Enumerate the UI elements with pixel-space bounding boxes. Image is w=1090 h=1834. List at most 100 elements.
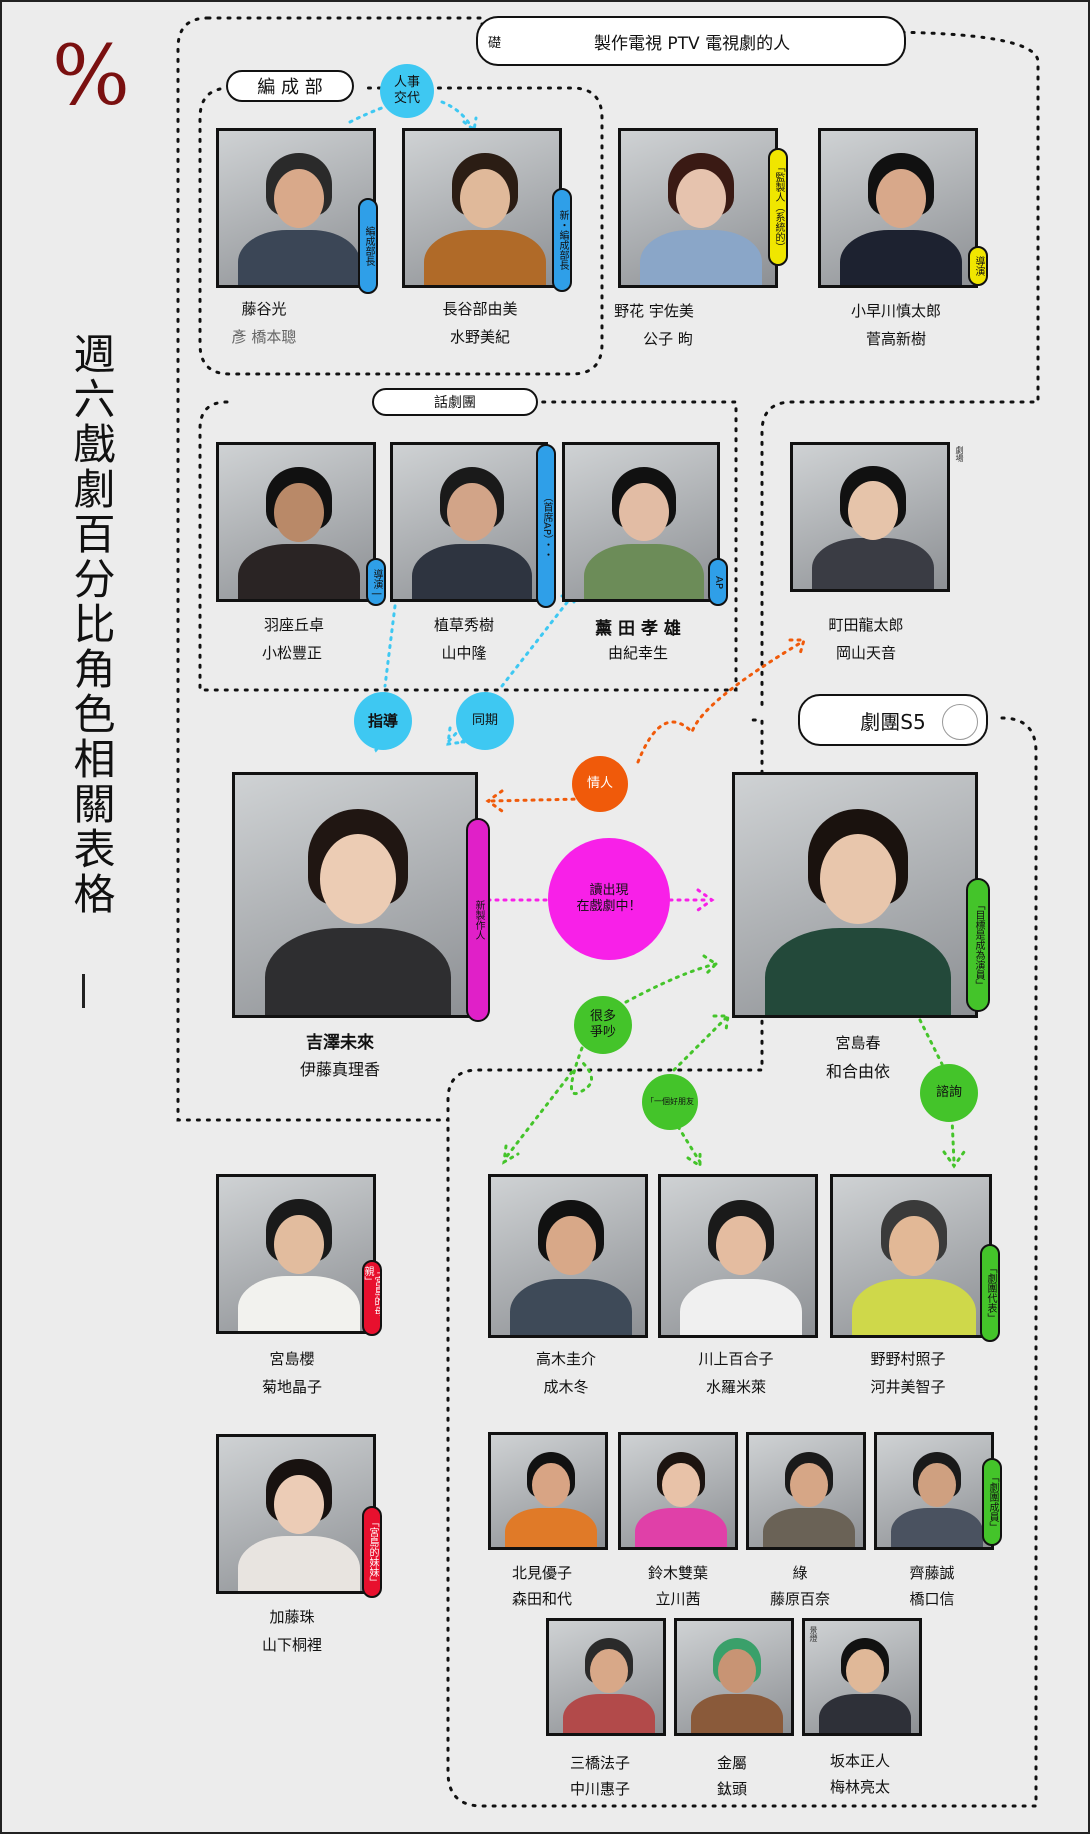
- group-label-ptv: 礎 製作電視 PTV 電視劇的人: [476, 16, 906, 66]
- person-photo: [674, 1618, 794, 1736]
- photo-face: [662, 1463, 700, 1508]
- photo-face: [545, 1216, 597, 1276]
- relation-tongqi: 同期: [456, 692, 514, 750]
- group-label-troupe: 劇團S5: [798, 694, 988, 746]
- photo-body: [763, 1508, 855, 1547]
- person-photo: [216, 1434, 376, 1594]
- photo-body: [640, 230, 762, 285]
- person-photo: [216, 442, 376, 602]
- person-name: 藤谷光: [241, 300, 287, 318]
- arrow-zixun: [918, 1018, 966, 1169]
- photo-body: [891, 1508, 983, 1547]
- person-actor: 彥 橋本聰: [231, 328, 297, 346]
- person-role-tag: AP: [708, 558, 728, 606]
- group-label-drama: 話劇團: [372, 388, 538, 416]
- person-name: 三橋法子: [569, 1754, 630, 1772]
- person-role-tag: 「劇團成員」: [982, 1458, 1002, 1546]
- person-role-tag: 新・編成部長: [552, 188, 572, 292]
- group-label-ptv-text: 製作電視 PTV 電視劇的人: [594, 33, 791, 54]
- photo-body: [635, 1508, 727, 1547]
- person-photo: [402, 128, 562, 288]
- person-name: 坂本正人: [829, 1752, 890, 1770]
- person-role-tag: 編成部長: [358, 198, 378, 294]
- person-name: 羽座丘卓: [263, 616, 324, 634]
- person-actor: 藤原百奈: [769, 1590, 830, 1608]
- person-role-tag: 「宮島的母親」: [362, 1260, 382, 1336]
- photo-body: [238, 1276, 360, 1331]
- person-actor: 梅林亮太: [829, 1778, 890, 1796]
- person-name: 鈴木雙葉: [647, 1564, 708, 1582]
- photo-face: [273, 1215, 325, 1275]
- person-actor: 森田和代: [511, 1590, 572, 1608]
- photo-face: [319, 834, 397, 925]
- photo-body: [840, 230, 962, 285]
- relation-zhidao: 指導: [354, 692, 412, 750]
- person-photo: [802, 1618, 922, 1736]
- photo-face: [819, 834, 897, 925]
- photo-face: [918, 1463, 956, 1508]
- person-name: 宮島櫻: [269, 1350, 315, 1368]
- photo-face: [790, 1463, 828, 1508]
- person-name: 野花 宇佐美: [614, 302, 694, 320]
- photo-face: [273, 169, 325, 229]
- person-photo: [658, 1174, 818, 1338]
- group-label-bianchengbu: 編 成 部: [226, 70, 354, 102]
- photo-face: [619, 483, 669, 542]
- person-photo: [488, 1174, 648, 1338]
- photo-body: [764, 927, 952, 1015]
- photo-body: [238, 544, 360, 599]
- arrow-jinshi: [348, 100, 478, 133]
- person-small-label: 劇場: [955, 446, 964, 462]
- person-actor: 小松豐正: [261, 644, 322, 662]
- person-name: 北見優子: [511, 1564, 572, 1582]
- relation-pengyou: 「一個好朋友: [642, 1074, 698, 1130]
- person-photo: [874, 1432, 994, 1550]
- border-drama: [198, 400, 738, 692]
- photo-body: [238, 230, 360, 285]
- photo-face: [459, 169, 511, 229]
- person-actor: 由紀幸生: [607, 644, 668, 662]
- person-role-tag: 「宮島的妹妹」: [362, 1506, 382, 1598]
- person-name: 綠: [792, 1564, 808, 1582]
- person-photo: [732, 772, 978, 1018]
- photo-body: [424, 230, 546, 285]
- photo-body: [680, 1278, 802, 1335]
- arrow-henduo: [502, 954, 719, 1165]
- person-role-tag: 導演: [968, 246, 988, 286]
- person-actor: 水野美紀: [449, 328, 510, 346]
- person-name: 川上百合子: [698, 1350, 774, 1368]
- person-name: 宮島春: [835, 1034, 881, 1052]
- person-actor: 山中隆: [441, 644, 487, 662]
- person-actor: 立川茜: [655, 1590, 701, 1608]
- person-role-tag: （首席AP）・・: [536, 444, 556, 608]
- arrow-qingren: [485, 638, 806, 813]
- photo-body: [852, 1278, 976, 1335]
- person-name: 町田龍太郎: [828, 616, 904, 634]
- title-divider: [82, 974, 85, 1008]
- photo-face: [715, 1216, 767, 1276]
- relation-henduo: 很多 爭吵: [574, 996, 632, 1054]
- photo-body: [411, 544, 533, 599]
- person-role-tag: 「劇團代表」: [980, 1244, 1000, 1342]
- photo-face: [888, 1216, 940, 1276]
- person-actor: 水羅米萊: [705, 1378, 766, 1396]
- photo-body: [691, 1694, 783, 1733]
- photo-face: [846, 1649, 884, 1694]
- page-title: 週六戲劇百分比角色相關表格: [67, 332, 116, 917]
- person-small-label: 景燈: [809, 1626, 818, 1642]
- person-photo: [746, 1432, 866, 1550]
- person-actor: 鈦頭: [716, 1780, 747, 1798]
- person-name: 齊藤誠: [909, 1564, 955, 1582]
- person-role-tag: 「目標是成為演員」: [966, 878, 990, 1012]
- photo-body: [812, 538, 934, 589]
- person-name: 吉澤未來: [306, 1033, 374, 1053]
- relation-dujian: 讀出現 在戲劇中！: [548, 838, 670, 960]
- photo-body: [583, 544, 705, 599]
- person-photo: [562, 442, 720, 602]
- person-actor: 山下桐裡: [261, 1636, 322, 1654]
- brand-logo: %: [52, 29, 130, 124]
- photo-face: [675, 169, 727, 229]
- person-actor: 橋口信: [909, 1590, 955, 1608]
- photo-face: [847, 481, 899, 540]
